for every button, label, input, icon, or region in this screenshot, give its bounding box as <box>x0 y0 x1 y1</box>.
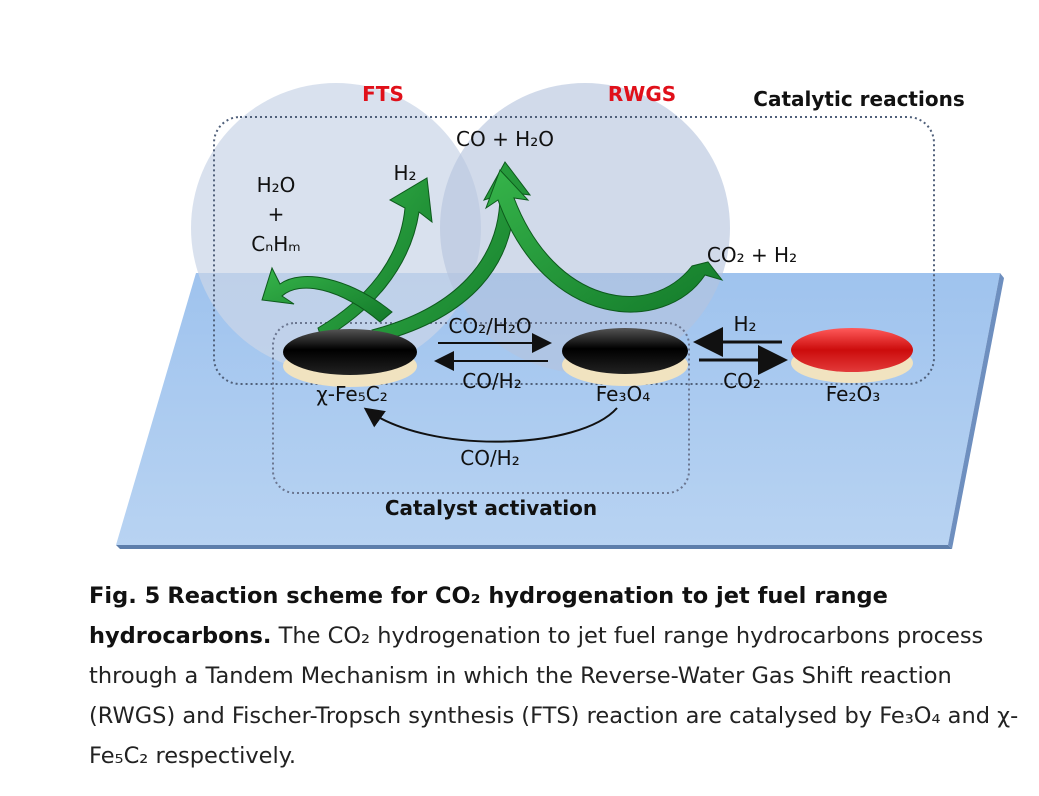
co-h2o-label: CO + H₂O <box>456 127 554 151</box>
fe2o3-particle <box>791 328 913 372</box>
fe3o4-particle <box>562 328 688 374</box>
co2-h2-label: CO₂ + H₂ <box>707 243 797 267</box>
reaction-scheme-diagram: FTS RWGS Catalytic reactions CO + H₂O H₂… <box>116 82 1004 549</box>
h2-top-label: H₂ <box>393 161 416 185</box>
plate-edge-bottom <box>116 545 952 549</box>
green-arrow-rwgs <box>485 169 724 313</box>
catalyst-activation-label: Catalyst activation <box>385 496 597 520</box>
fe2o3-label: Fe₂O₃ <box>826 382 881 406</box>
fts-label: FTS <box>362 82 404 106</box>
green-arrow-fts <box>317 177 433 341</box>
h2-arrow-label: H₂ <box>733 312 756 336</box>
cnhm-label: CₙHₘ <box>251 232 300 256</box>
green-arrow-hydrocarbons <box>261 266 393 323</box>
rwgs-label: RWGS <box>608 82 676 106</box>
fe5c2-particle <box>283 329 417 375</box>
catalytic-reactions-box <box>213 116 935 385</box>
arrow-activation-curve <box>363 407 618 443</box>
caption-title: Reaction scheme for CO₂ hydrogenation to… <box>89 583 888 649</box>
co-h2-arrow-label: CO/H₂ <box>462 369 522 393</box>
caption-body: The CO₂ hydrogenation to jet fuel range … <box>89 623 1019 769</box>
co2-h2o-arrow-label: CO₂/H₂O <box>448 314 531 338</box>
co-h2-bottom-label: CO/H₂ <box>460 446 520 470</box>
catalyst-activation-box <box>272 322 690 494</box>
plate-edge-right <box>948 273 1004 549</box>
catalytic-reactions-label: Catalytic reactions <box>753 87 964 111</box>
figure-caption: Fig. 5 Reaction scheme for CO₂ hydrogena… <box>89 576 1019 776</box>
caption-fig-label: Fig. 5 <box>89 583 161 609</box>
plus-label: + <box>268 202 285 226</box>
fe5c2-label: χ-Fe₅C₂ <box>316 382 387 406</box>
green-arrow-co-h2o <box>371 161 532 343</box>
h2o-label: H₂O <box>257 173 296 197</box>
co2-arrow-label: CO₂ <box>723 369 761 393</box>
fe3o4-label: Fe₃O₄ <box>596 382 651 406</box>
